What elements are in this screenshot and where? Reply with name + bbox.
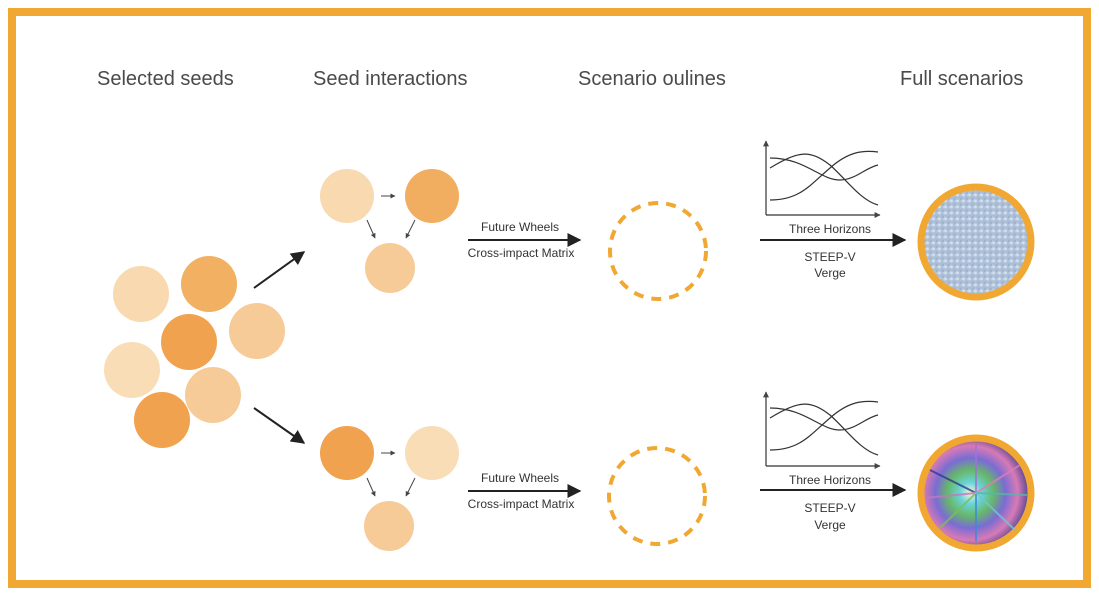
three-horizons-chart-bottom	[763, 391, 881, 469]
seed	[181, 256, 237, 312]
label-three-horizons-top: Three Horizons	[788, 222, 872, 236]
label-future-wheels-top: Future Wheels	[480, 220, 560, 234]
selected-seeds-cluster	[104, 256, 285, 448]
seed	[161, 314, 217, 370]
interaction-triangle-top	[320, 169, 459, 293]
outer-frame	[8, 8, 1091, 588]
seed	[185, 367, 241, 423]
branch-arrow-bottom	[253, 407, 306, 444]
header-seed-interactions: Seed interactions	[313, 68, 468, 90]
label-verge-top: Verge	[814, 266, 846, 280]
scenario-outline-bottom	[607, 446, 707, 546]
interaction-triangle-bottom	[320, 426, 459, 551]
label-future-wheels-bottom: Future Wheels	[480, 471, 560, 485]
header-scenario-outlines: Scenario oulines	[578, 68, 726, 90]
seed	[113, 266, 169, 322]
seed	[229, 303, 285, 359]
branch-arrow-top	[253, 251, 306, 289]
three-horizons-chart-top	[763, 140, 881, 218]
seed	[104, 342, 160, 398]
label-steep-v-bottom: STEEP-V	[804, 501, 856, 515]
seed	[134, 392, 190, 448]
label-steep-v-top: STEEP-V	[804, 250, 856, 264]
header-selected-seeds: Selected seeds	[97, 68, 234, 90]
scenario-outline-top	[608, 201, 708, 301]
label-cross-impact-bottom: Cross-impact Matrix	[467, 497, 575, 511]
full-scenario-top	[917, 183, 1035, 301]
header-full-scenarios: Full scenarios	[900, 68, 1024, 90]
label-three-horizons-bottom: Three Horizons	[788, 473, 872, 487]
label-cross-impact-top: Cross-impact Matrix	[467, 246, 575, 260]
full-scenario-bottom	[917, 434, 1035, 552]
label-verge-bottom: Verge	[814, 518, 846, 532]
